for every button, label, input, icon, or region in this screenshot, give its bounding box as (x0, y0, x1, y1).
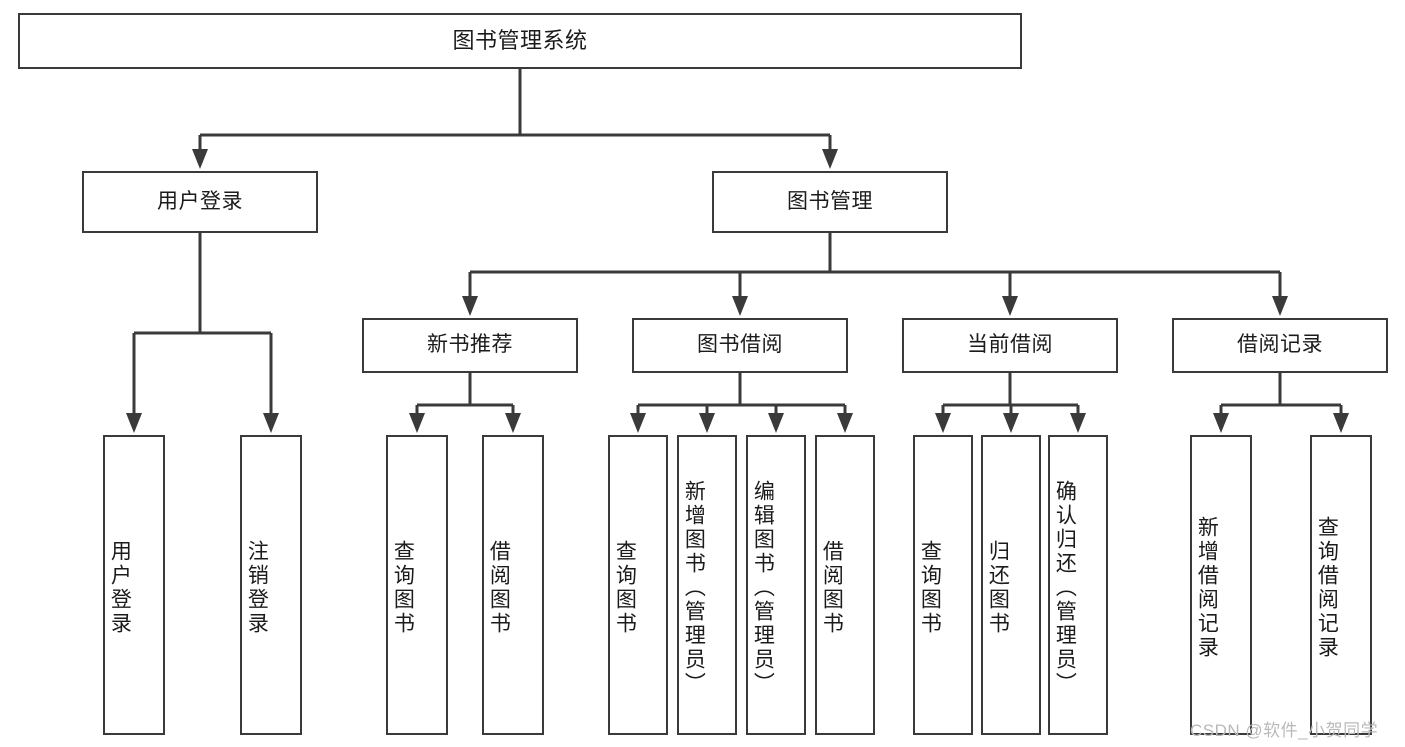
node-leaf-nb-query[interactable]: 查询图书 (386, 435, 448, 735)
node-root[interactable]: 图书管理系统 (18, 13, 1022, 69)
arrow-head-icon (935, 413, 951, 433)
arrow-head-icon (1070, 413, 1086, 433)
arrow-head-icon (1213, 413, 1229, 433)
node-label: 当前借阅 (967, 333, 1053, 357)
arrow-head-icon (1272, 296, 1288, 316)
arrow-head-icon (822, 149, 838, 169)
node-leaf-bk-query[interactable]: 查询图书 (608, 435, 668, 735)
node-label: 查询图书 (918, 540, 942, 636)
node-label: 新增图书（管理员） (682, 480, 706, 696)
node-label: 归还图书 (986, 540, 1010, 636)
node-current[interactable]: 当前借阅 (902, 318, 1118, 373)
node-label: 借阅图书 (820, 540, 844, 636)
arrow-head-icon (409, 413, 425, 433)
arrow-head-icon (462, 296, 478, 316)
node-label: 新书推荐 (427, 333, 513, 357)
node-label: 查询图书 (391, 540, 415, 636)
arrow-head-icon (1003, 413, 1019, 433)
node-records[interactable]: 借阅记录 (1172, 318, 1388, 373)
node-leaf-bk-borrow[interactable]: 借阅图书 (815, 435, 875, 735)
node-label: 编辑图书（管理员） (751, 480, 775, 696)
arrow-head-icon (1333, 413, 1349, 433)
node-label: 用户登录 (157, 189, 243, 213)
node-leaf-bk-add[interactable]: 新增图书（管理员） (677, 435, 737, 735)
node-leaf-user-logout[interactable]: 注销登录 (240, 435, 302, 735)
node-label: 图书管理系统 (452, 28, 588, 54)
arrow-head-icon (263, 413, 279, 433)
node-newbooks[interactable]: 新书推荐 (362, 318, 578, 373)
node-leaf-cur-query[interactable]: 查询图书 (913, 435, 973, 735)
node-label: 查询图书 (613, 540, 637, 636)
node-label: 确认归还（管理员） (1053, 480, 1077, 696)
node-label: 图书借阅 (697, 333, 783, 357)
node-label: 查询借阅记录 (1315, 516, 1339, 660)
node-leaf-nb-borrow[interactable]: 借阅图书 (482, 435, 544, 735)
node-label: 新增借阅记录 (1195, 516, 1219, 660)
node-label: 注销登录 (245, 540, 269, 636)
node-label: 借阅记录 (1237, 333, 1323, 357)
arrow-head-icon (630, 413, 646, 433)
node-leaf-user-login[interactable]: 用户登录 (103, 435, 165, 735)
node-label: 借阅图书 (487, 540, 511, 636)
node-leaf-cur-return[interactable]: 归还图书 (981, 435, 1041, 735)
arrow-head-icon (1002, 296, 1018, 316)
arrow-head-icon (837, 413, 853, 433)
arrow-head-icon (126, 413, 142, 433)
node-label: 用户登录 (108, 540, 132, 636)
arrow-head-icon (699, 413, 715, 433)
arrow-head-icon (505, 413, 521, 433)
arrow-head-icon (768, 413, 784, 433)
node-login[interactable]: 用户登录 (82, 171, 318, 233)
node-label: 图书管理 (787, 189, 873, 213)
node-borrow[interactable]: 图书借阅 (632, 318, 848, 373)
arrow-head-icon (732, 296, 748, 316)
node-leaf-rec-add[interactable]: 新增借阅记录 (1190, 435, 1252, 735)
arrow-head-icon (192, 149, 208, 169)
node-leaf-rec-query[interactable]: 查询借阅记录 (1310, 435, 1372, 735)
node-bookmgmt[interactable]: 图书管理 (712, 171, 948, 233)
node-leaf-cur-confirm[interactable]: 确认归还（管理员） (1048, 435, 1108, 735)
node-leaf-bk-edit[interactable]: 编辑图书（管理员） (746, 435, 806, 735)
